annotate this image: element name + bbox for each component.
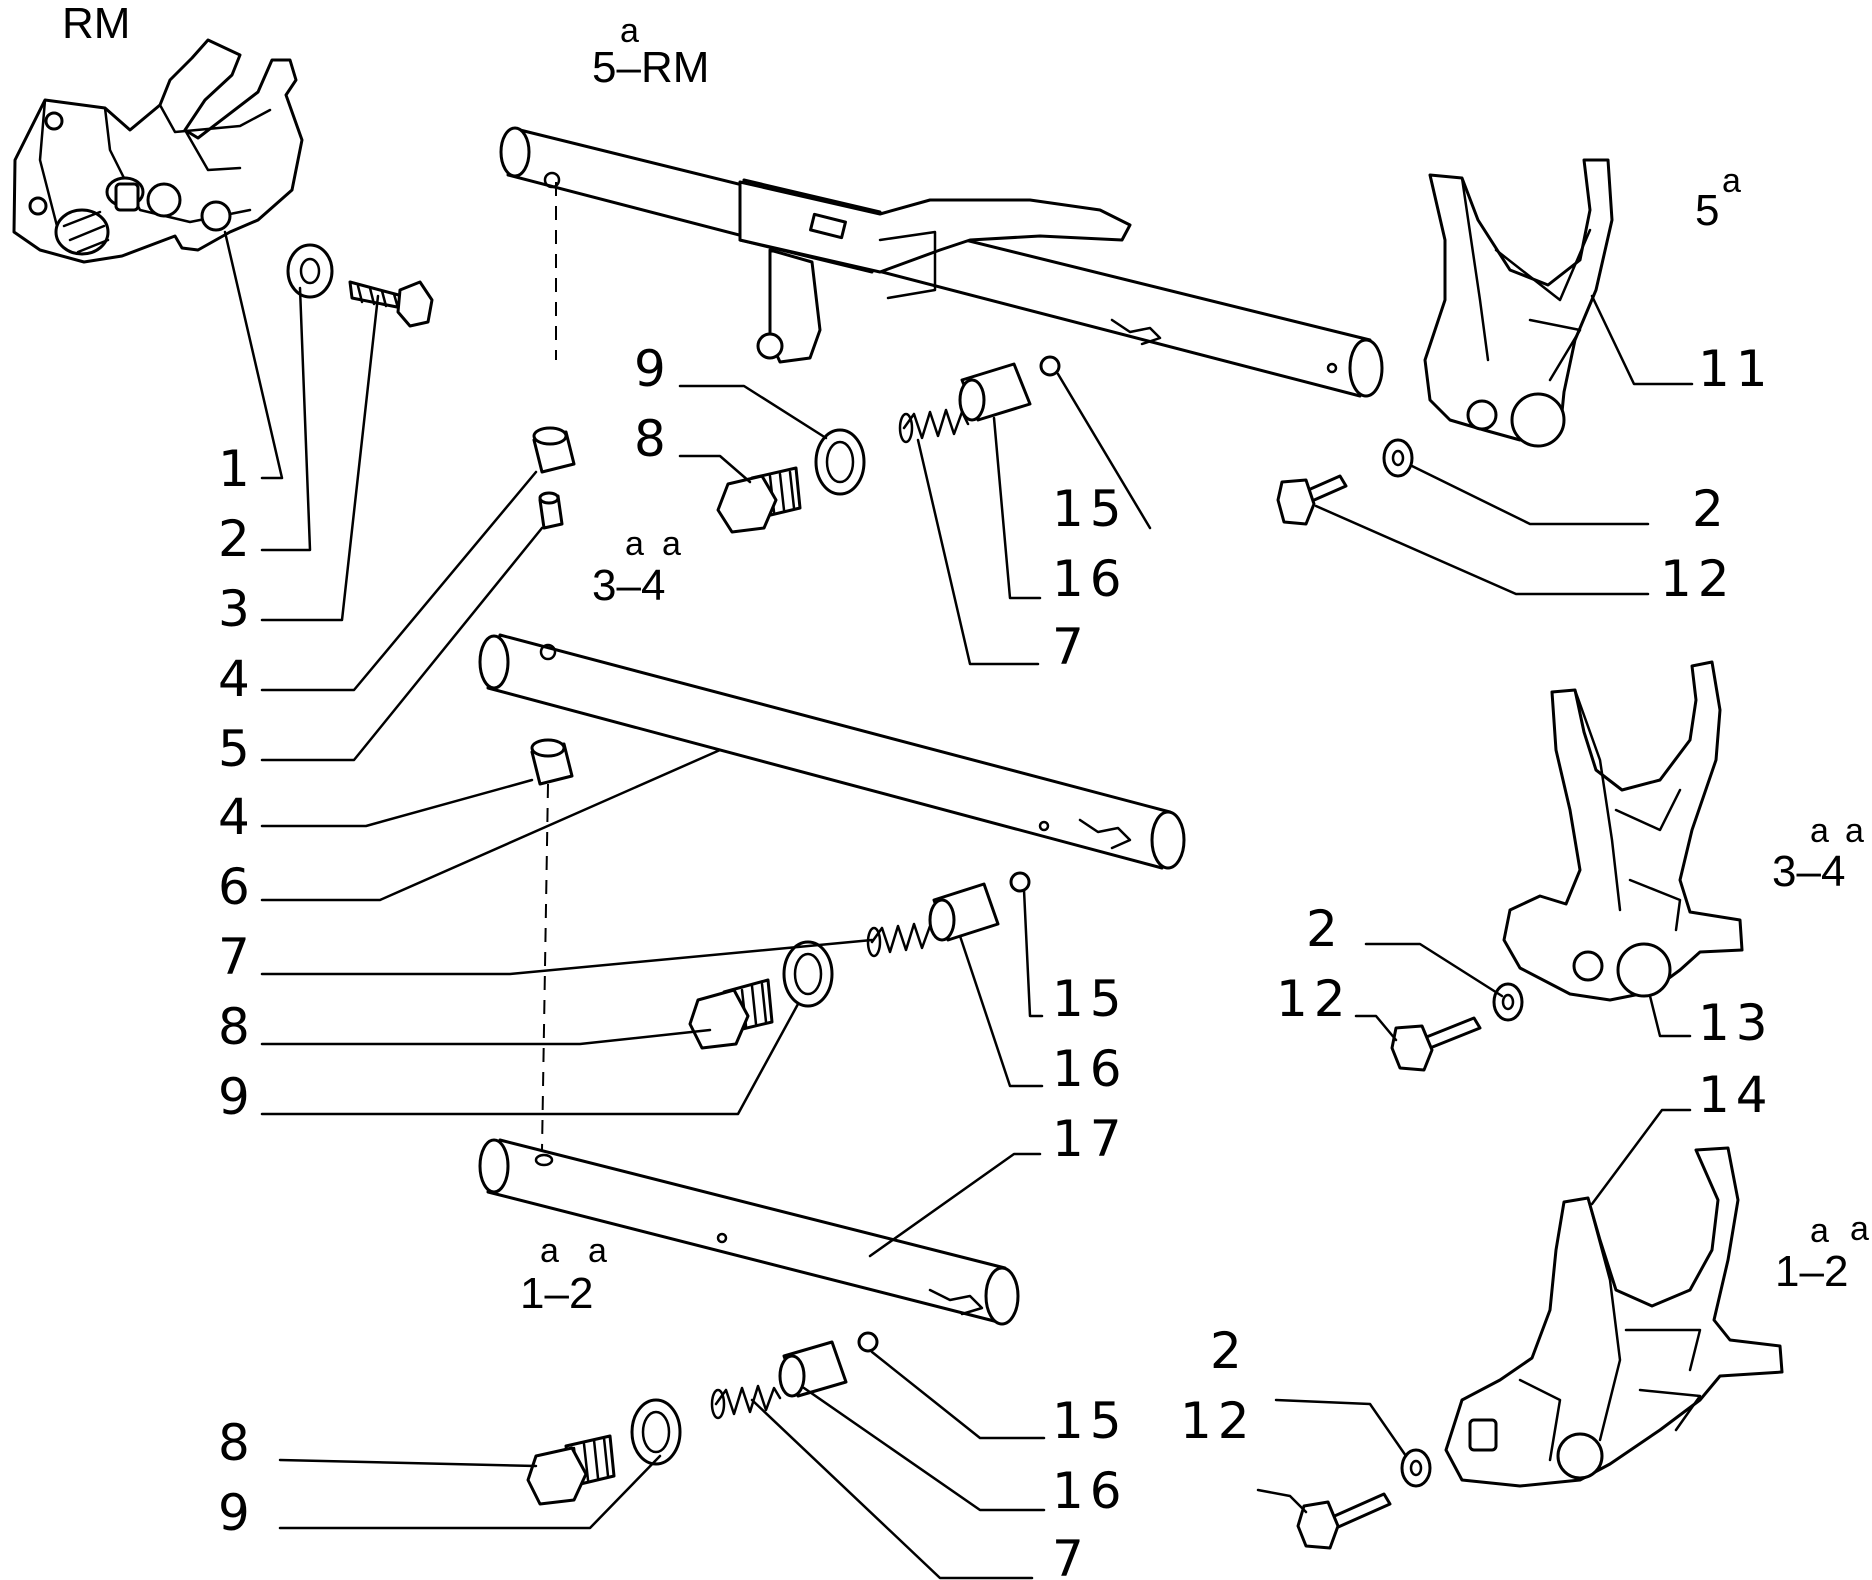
washer-2-low xyxy=(1400,1448,1432,1488)
label-12b-sup2: a xyxy=(1850,1210,1869,1248)
reverse-fork-bracket xyxy=(12,38,334,299)
callout-7: 7 xyxy=(218,928,256,986)
callout-17: 17 xyxy=(1052,1110,1128,1168)
label-34b: 3–4 xyxy=(1772,847,1845,896)
callout-16-up: 16 xyxy=(1052,550,1128,608)
label-34b-sup2: a xyxy=(1845,812,1864,850)
callout-13: 13 xyxy=(1698,994,1774,1052)
label-12-sup1: a xyxy=(540,1232,559,1270)
callout-2-low: 2 xyxy=(1210,1322,1248,1380)
ball-15-low xyxy=(857,1331,879,1353)
callout-16-mid: 16 xyxy=(1052,1040,1128,1098)
callout-8-low: 8 xyxy=(218,1414,256,1472)
callout-8-up: 8 xyxy=(634,410,672,468)
sleeve-16-mid xyxy=(928,882,1000,942)
label-12-sup2: a xyxy=(588,1232,607,1270)
callout-5: 5 xyxy=(218,720,256,778)
callouts-left: 1 2 3 4 5 4 6 7 8 9 xyxy=(218,440,256,1126)
bolt-12-mid xyxy=(1390,1016,1482,1072)
bolt-3 xyxy=(348,280,434,328)
seal-9-upper xyxy=(814,428,866,496)
callout-1: 1 xyxy=(218,440,256,498)
ball-15-upper xyxy=(1039,355,1061,377)
callout-7-up: 7 xyxy=(1052,618,1090,676)
callout-6: 6 xyxy=(218,858,256,916)
plug-8-mid xyxy=(688,978,774,1050)
fork-5th xyxy=(1423,158,1614,448)
shift-rod-5-rm xyxy=(499,126,1384,398)
callout-3: 3 xyxy=(218,580,256,638)
callouts-lower: 8 9 15 16 7 2 12 xyxy=(218,1322,1256,1580)
label-5rm-sup: a xyxy=(620,12,639,50)
callouts-upper-mid: 9 8 15 16 7 xyxy=(634,340,1128,676)
shift-rod-1-2 xyxy=(478,1138,1020,1326)
callout-11: 11 xyxy=(1698,340,1774,398)
spring-7-upper xyxy=(898,408,970,444)
bolt-12-top xyxy=(1276,474,1348,526)
plug-8-upper xyxy=(716,466,802,534)
spring-7-mid xyxy=(866,922,938,958)
shift-rod-3-4 xyxy=(478,633,1186,870)
pin-4-upper xyxy=(532,426,576,474)
callout-14: 14 xyxy=(1698,1066,1774,1124)
label-5rm: 5–RM xyxy=(592,43,709,92)
callout-12-mid: 12 xyxy=(1276,970,1352,1028)
callout-4: 4 xyxy=(218,650,256,708)
callout-2-up: 2 xyxy=(1692,480,1730,538)
seal-9-mid xyxy=(782,940,834,1008)
callouts-upper-right: 11 2 12 xyxy=(1660,340,1774,608)
pin-4-lower xyxy=(530,738,574,786)
ball-15-mid xyxy=(1009,871,1031,893)
plug-8-low xyxy=(526,1434,616,1506)
callout-9: 9 xyxy=(218,1068,256,1126)
callout-16-low: 16 xyxy=(1052,1462,1128,1520)
label-12b-sup1: a xyxy=(1810,1212,1829,1250)
washer-2-mid xyxy=(1492,982,1524,1022)
callout-9-up: 9 xyxy=(634,340,672,398)
label-34-sup2: a xyxy=(662,525,681,563)
callout-12-up: 12 xyxy=(1660,550,1736,608)
label-12b: 1–2 xyxy=(1775,1247,1848,1296)
spring-7-low xyxy=(710,1384,782,1420)
pin-5 xyxy=(538,491,564,530)
label-5: 5 xyxy=(1695,186,1719,235)
fork-3-4 xyxy=(1502,660,1744,1002)
fork-1-2 xyxy=(1444,1146,1784,1488)
label-34-sup1: a xyxy=(625,525,644,563)
callout-2: 2 xyxy=(218,510,256,568)
callout-15-up: 15 xyxy=(1052,480,1128,538)
sleeve-16-low xyxy=(778,1340,848,1398)
label-12: 1–2 xyxy=(520,1269,593,1318)
label-rm: RM xyxy=(62,0,130,48)
callout-15-mid: 15 xyxy=(1052,970,1128,1028)
washer-2-top xyxy=(1382,438,1414,478)
label-34b-sup1: a xyxy=(1810,812,1829,850)
axis-line-lower xyxy=(541,783,549,1151)
callout-2-mid: 2 xyxy=(1306,900,1344,958)
leader-lines xyxy=(223,230,1694,1580)
callout-4b: 4 xyxy=(218,788,256,846)
callout-15-low: 15 xyxy=(1052,1392,1128,1450)
sleeve-16-upper xyxy=(958,362,1032,422)
bolt-12-low xyxy=(1296,1492,1392,1550)
seal-9-low xyxy=(630,1398,682,1466)
callout-8: 8 xyxy=(218,998,256,1056)
label-5-sup: a xyxy=(1722,162,1741,200)
callouts-mid-right: 15 16 2 12 13 14 17 xyxy=(1052,900,1774,1168)
label-34: 3–4 xyxy=(592,561,665,610)
callout-12-low: 12 xyxy=(1180,1392,1256,1450)
callout-7-low: 7 xyxy=(1052,1530,1090,1580)
callout-9-low: 9 xyxy=(218,1484,256,1542)
